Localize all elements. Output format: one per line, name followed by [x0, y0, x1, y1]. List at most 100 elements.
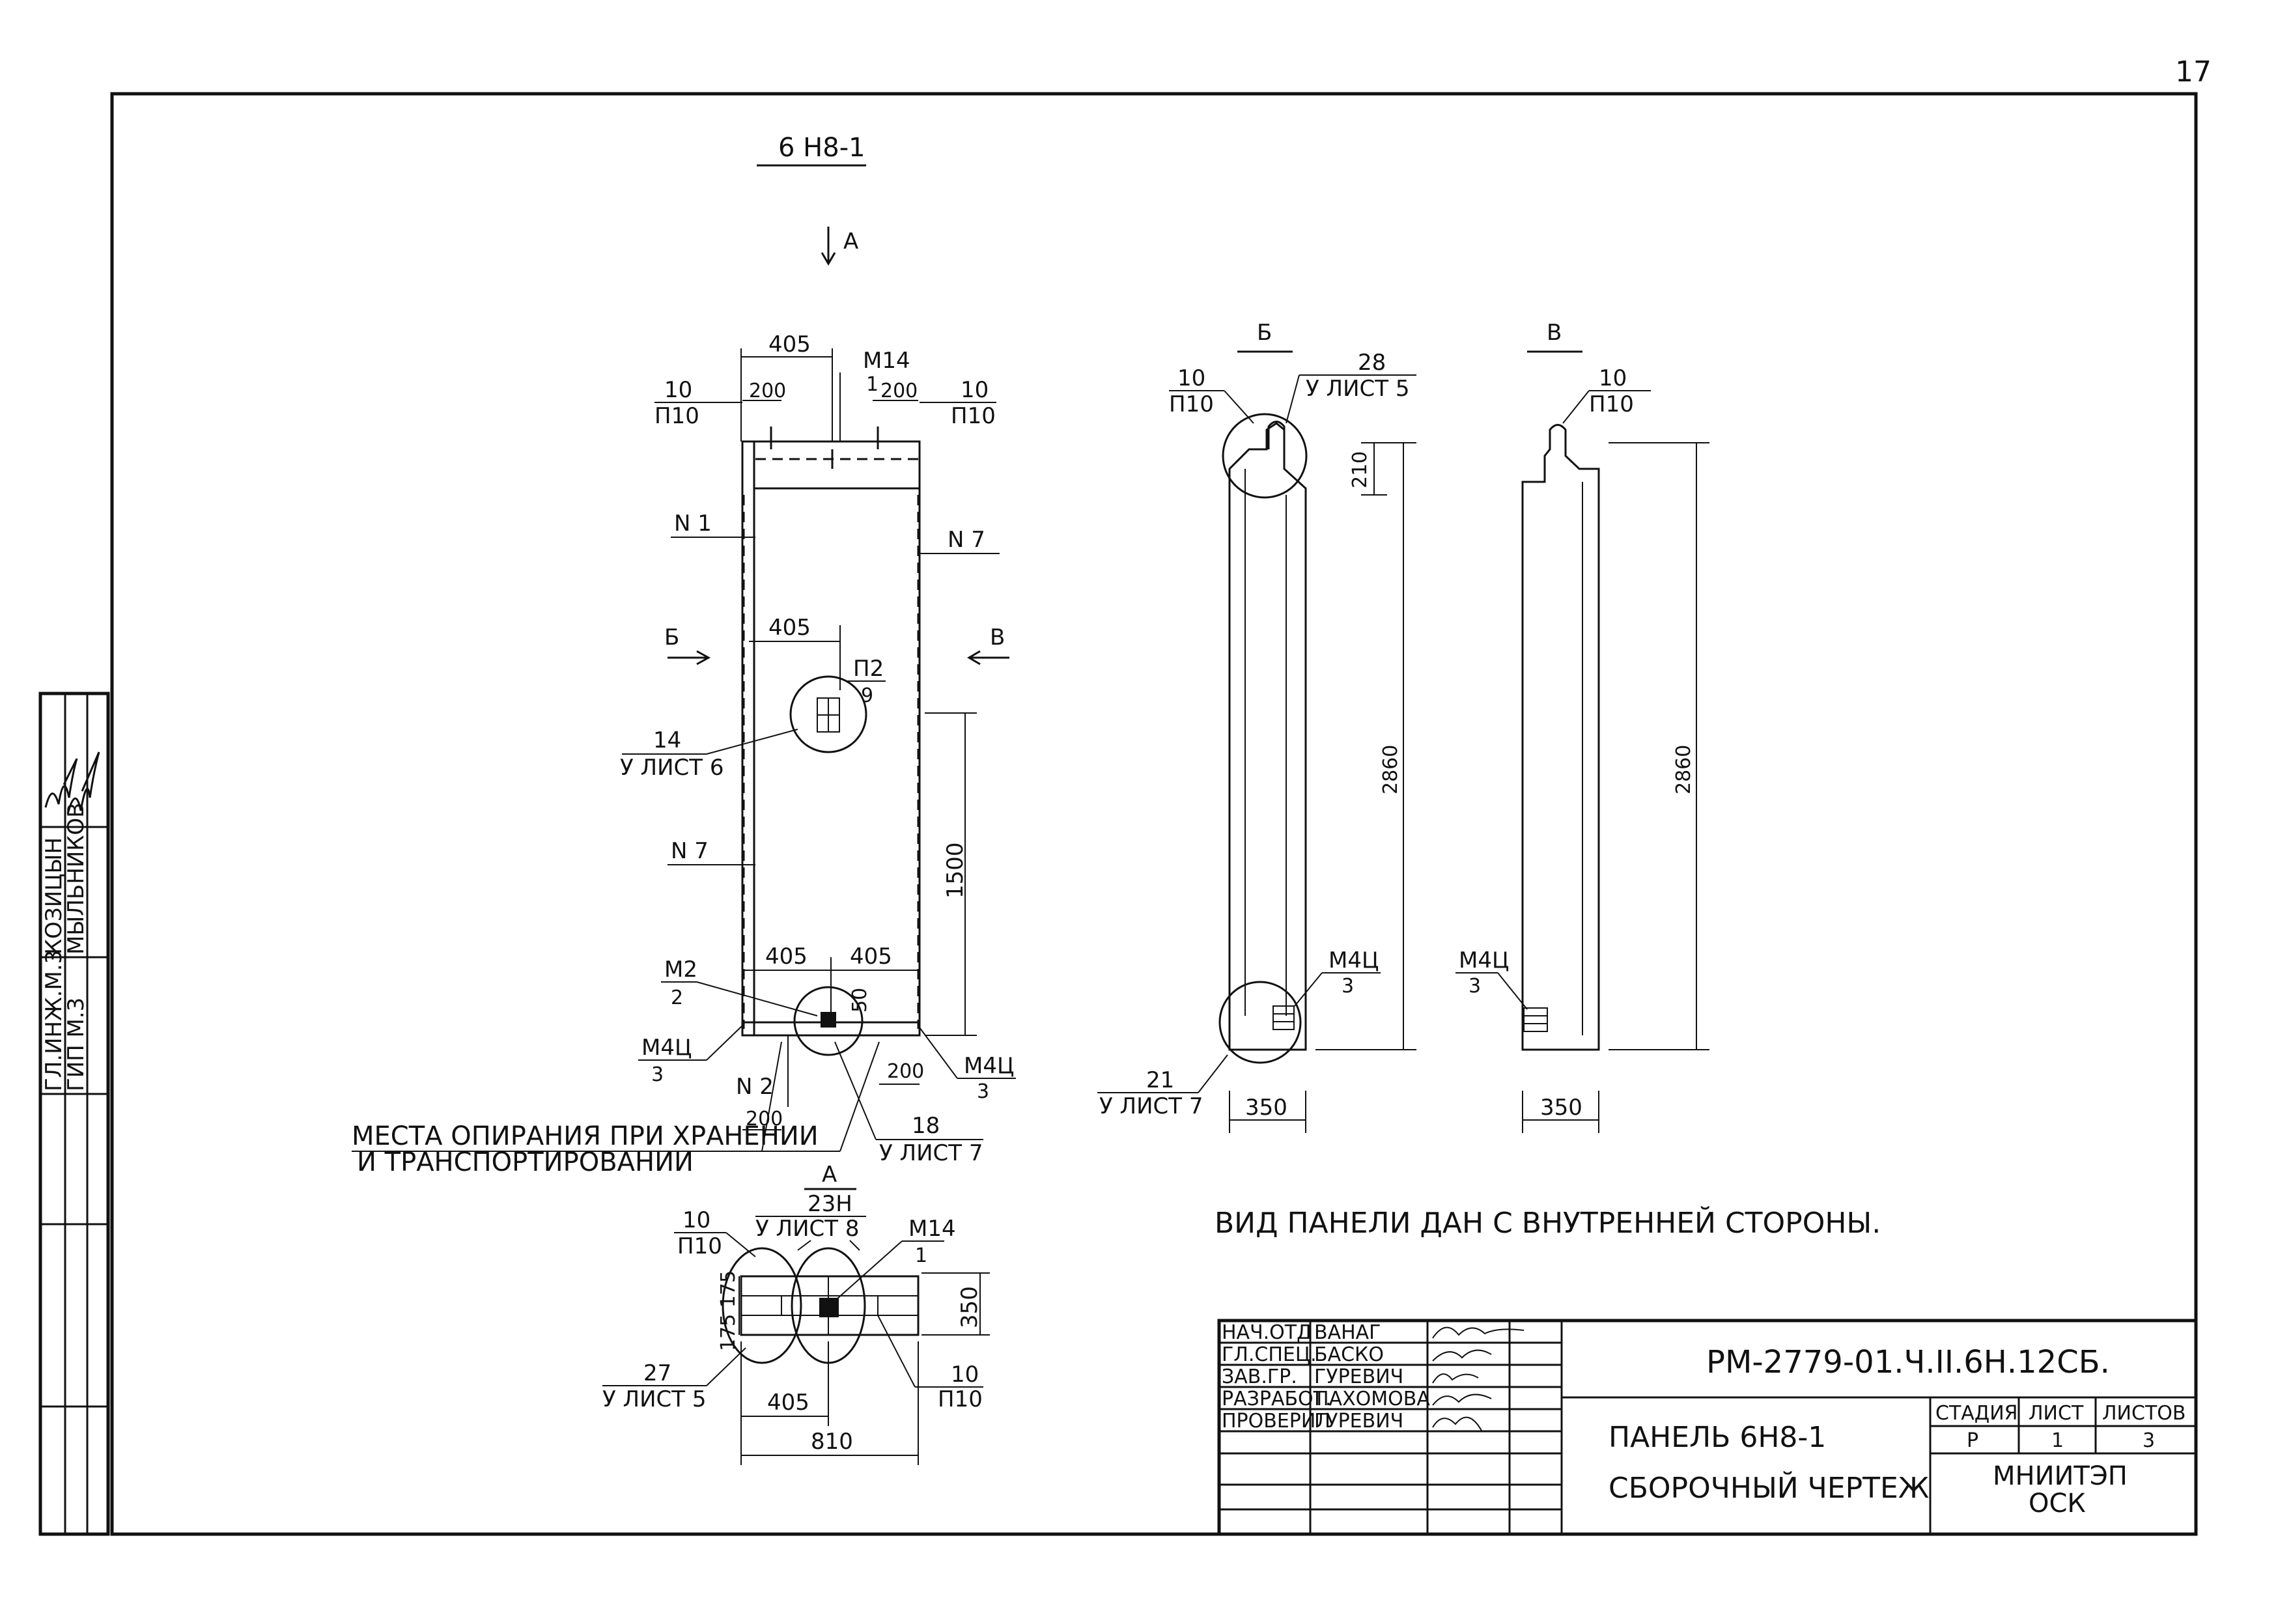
- section-b-label: Б: [664, 624, 679, 651]
- plan-sheet5-den: У ЛИСТ 5: [602, 1386, 706, 1412]
- plan-p10-br-num: 10: [951, 1362, 979, 1388]
- label-n7-right: N 7: [948, 527, 985, 553]
- tb-sheets-value: 3: [2143, 1429, 2155, 1452]
- tb-sheet-label: ЛИСТ: [2029, 1402, 2084, 1425]
- section-v-label: В: [990, 624, 1005, 651]
- plan-view-title: А: [822, 1162, 837, 1188]
- section-v-dim-350: 350: [1540, 1095, 1582, 1121]
- section-v-title: В: [1547, 320, 1562, 346]
- section-v-outline: [1521, 424, 1600, 1051]
- section-b-p10-num: 10: [1177, 365, 1205, 391]
- section-v-m4-den: 3: [1469, 975, 1481, 998]
- side-stamp-name-1: КОЗИЦЫН: [41, 837, 67, 955]
- m4-right-den: 3: [977, 1080, 989, 1103]
- section-b-sheet7-num: 21: [1146, 1067, 1174, 1093]
- plan-dim-405: 405: [767, 1390, 809, 1416]
- tb-org-line-2: ОСК: [2029, 1489, 2086, 1519]
- p10-top-left-den: П10: [654, 403, 699, 429]
- dim-mid-405: 405: [768, 615, 811, 641]
- tb-role-3: ЗАВ.ГР.: [1222, 1365, 1297, 1388]
- tb-drawing-type: СБОРОЧНЫЙ ЧЕРТЕЖ: [1609, 1470, 1929, 1505]
- main-view: 6 H8-1 A 405 200 200 M14 1 10 П10: [352, 133, 1016, 1177]
- tb-role-2: ГЛ.СПЕЦ.: [1222, 1343, 1317, 1366]
- tb-name-2: БАСКО: [1314, 1343, 1384, 1366]
- side-stamp: ГЛ.ИНЖ.М.3 ГИП М.3 КОЗИЦЫН МЫЛЬНИКОВ: [38, 692, 110, 1536]
- detail-circle-bottom: [793, 986, 864, 1056]
- p2-num: П2: [853, 656, 884, 682]
- tb-stage-value: Р: [1967, 1429, 1978, 1452]
- side-stamp-role-2: ГИП М.3: [63, 998, 89, 1091]
- tb-doc-code: РМ-2779-01.Ч.II.6Н.12СБ.: [1706, 1344, 2110, 1380]
- support-note-line-2: И ТРАНСПОРТИРОВАНИИ: [357, 1147, 694, 1177]
- section-b-dim-2860: 2860: [1379, 745, 1402, 794]
- dim-50: 50: [849, 988, 871, 1013]
- label-n2: N 2: [736, 1074, 774, 1100]
- dim-200-bottom-left: 200: [746, 1108, 783, 1130]
- m4-right-num: M4Ц: [964, 1053, 1014, 1079]
- m2-den: 2: [671, 987, 683, 1009]
- section-b-outline: [1228, 422, 1307, 1051]
- m4-left-num: M4Ц: [641, 1035, 692, 1061]
- tb-signatures: [1432, 1326, 1525, 1431]
- sheet7-num: 18: [912, 1113, 940, 1139]
- section-v-view: В 10 П10 2860 M4Ц 3 350: [1455, 320, 1709, 1133]
- signature-2: [66, 751, 100, 815]
- side-stamp-name-2: МЫЛЬНИКОВ: [63, 803, 89, 955]
- section-b-dim-350: 350: [1245, 1095, 1287, 1121]
- tb-sheets-label: ЛИСТОВ: [2102, 1402, 2186, 1425]
- drawing-frame: [110, 92, 2198, 1536]
- dim-top-200-right: 200: [880, 380, 918, 402]
- p10-top-right-num: 10: [961, 377, 989, 403]
- sheet6-num: 14: [653, 727, 681, 753]
- tb-role-1: НАЧ.ОТД: [1222, 1321, 1312, 1344]
- plan-sheet8-num: 23H: [808, 1191, 852, 1217]
- plan-p10-tl-num: 10: [682, 1207, 710, 1233]
- plan-dim-350: 350: [957, 1286, 983, 1328]
- side-stamp-role-1: ГЛ.ИНЖ.М.3: [41, 950, 67, 1091]
- support-note-line-1: МЕСТА ОПИРАНИЯ ПРИ ХРАНЕНИИ: [352, 1121, 819, 1151]
- section-b-detail-top: [1222, 413, 1308, 499]
- dim-1500: 1500: [942, 842, 968, 899]
- dim-top-200-left: 200: [749, 380, 786, 402]
- m14-top-den: 1: [866, 373, 878, 396]
- section-b-m4-num: M4Ц: [1328, 947, 1379, 973]
- page-number: 17: [2175, 55, 2212, 89]
- panel-view-note: ВИД ПАНЕЛИ ДАН С ВНУТРЕННЕЙ СТОРОНЫ.: [1215, 1205, 1881, 1240]
- label-n1: N 1: [674, 511, 712, 537]
- p10-top-left-num: 10: [664, 377, 692, 403]
- plan-m14-den: 1: [915, 1244, 927, 1267]
- plan-m14-num: M14: [908, 1216, 956, 1242]
- title-block: НАЧ.ОТД ГЛ.СПЕЦ. ЗАВ.ГР. РАЗРАБОТ. ПРОВЕ…: [1217, 1319, 2198, 1536]
- plan-ellipse-left: [722, 1247, 802, 1364]
- section-b-sheet5-den: У ЛИСТ 5: [1306, 376, 1409, 402]
- signature-1: [44, 758, 78, 808]
- section-v-p10-num: 10: [1599, 365, 1627, 391]
- dim-top-405: 405: [768, 331, 811, 357]
- plan-sheet8-den: У ЛИСТ 8: [755, 1216, 859, 1242]
- tb-sheet-value: 1: [2051, 1429, 2064, 1452]
- dim-bottom-405-right: 405: [850, 944, 892, 970]
- section-b-title: Б: [1257, 320, 1272, 346]
- tb-product-name: ПАНЕЛЬ 6Н8-1: [1609, 1421, 1826, 1454]
- m4-left-den: 3: [651, 1063, 664, 1086]
- plan-dim-175: 175 175: [717, 1270, 740, 1351]
- section-b-sheet5-num: 28: [1358, 350, 1386, 376]
- dim-200-bottom-right: 200: [887, 1060, 924, 1083]
- section-v-dim-2860: 2860: [1672, 745, 1695, 794]
- tb-name-5: ГУРЕВИЧ: [1314, 1410, 1403, 1433]
- section-b-dim-210: 210: [1349, 451, 1371, 488]
- plan-p10-tl-den: П10: [677, 1233, 722, 1259]
- tb-role-5: ПРОВЕРИЛ: [1222, 1410, 1330, 1433]
- panel-mark: 6 H8-1: [778, 133, 865, 163]
- section-v-m4-num: M4Ц: [1459, 947, 1509, 973]
- section-b-detail-bottom: [1218, 981, 1302, 1064]
- embedded-plate-m2: [821, 1012, 836, 1028]
- section-b-m4-den: 3: [1342, 975, 1354, 998]
- section-b-view: Б 10 П10 28 У ЛИСТ 5 210 2860 M4Ц 3 21: [1097, 320, 1416, 1133]
- p10-top-right-den: П10: [951, 403, 996, 429]
- tb-name-4: ПАХОМОВА: [1314, 1388, 1430, 1410]
- m2-num: M2: [664, 957, 697, 983]
- tb-name-3: ГУРЕВИЧ: [1314, 1365, 1403, 1388]
- plan-dim-810: 810: [811, 1429, 853, 1455]
- p2-den: 9: [861, 684, 873, 707]
